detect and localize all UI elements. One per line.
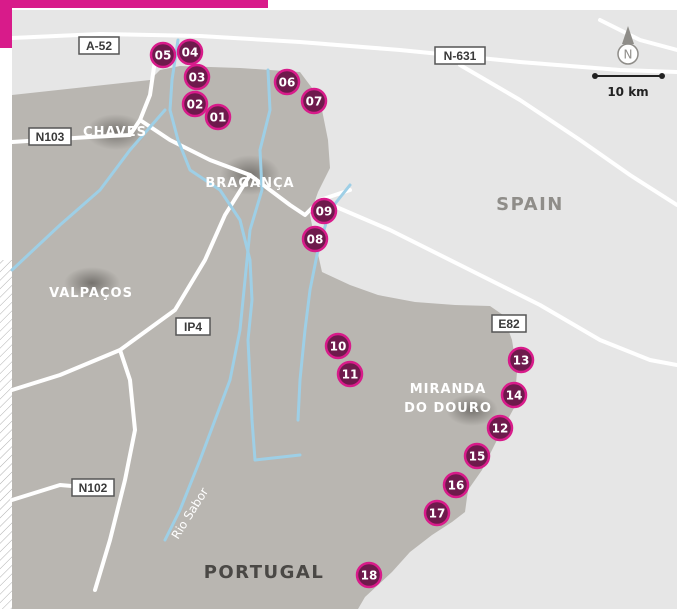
- site-marker-label: 14: [506, 389, 523, 403]
- site-marker-circle[interactable]: [183, 63, 211, 91]
- site-marker-08[interactable]: 08: [301, 225, 329, 253]
- site-marker-label: 05: [155, 49, 172, 63]
- site-marker-circle[interactable]: [204, 103, 232, 131]
- svg-text:IP4: IP4: [184, 320, 202, 334]
- town-label-chaves: CHAVES: [83, 125, 147, 140]
- site-marker-circle[interactable]: [507, 346, 535, 374]
- svg-text:10 km: 10 km: [607, 85, 648, 99]
- site-marker-circle[interactable]: [176, 38, 204, 66]
- scale-bar: 10 km: [592, 73, 665, 99]
- hatched-border: [0, 260, 12, 609]
- site-marker-15[interactable]: 15: [463, 442, 491, 470]
- site-marker-label: 04: [182, 46, 199, 60]
- site-marker-02[interactable]: 02: [181, 90, 209, 118]
- valpacos-shade: [64, 267, 120, 299]
- accent-bar: [0, 0, 268, 8]
- country-label-spain: SPAIN: [496, 194, 564, 215]
- svg-text:N: N: [624, 48, 633, 62]
- svg-text:A-52: A-52: [86, 39, 112, 53]
- road-label-n102: N102: [71, 478, 115, 497]
- site-marker-11[interactable]: 11: [336, 360, 364, 388]
- road-label-e82: E82: [491, 314, 527, 333]
- compass-icon: N: [617, 26, 639, 65]
- site-marker-circle[interactable]: [486, 414, 514, 442]
- chaves-shade: [86, 114, 146, 150]
- country-label-portugal: PORTUGAL: [204, 562, 325, 583]
- town-label-valpacos: VALPAÇOS: [49, 286, 133, 301]
- site-marker-label: 09: [316, 205, 333, 219]
- site-marker-circle[interactable]: [442, 471, 470, 499]
- site-marker-07[interactable]: 07: [300, 87, 328, 115]
- town-label-braganca: BRAGANÇA: [205, 176, 294, 191]
- miranda-shade: [446, 394, 498, 426]
- site-marker-label: 06: [279, 76, 296, 90]
- site-marker-17[interactable]: 17: [423, 499, 451, 527]
- site-marker-label: 12: [492, 422, 509, 436]
- site-marker-09[interactable]: 09: [310, 197, 338, 225]
- site-marker-12[interactable]: 12: [486, 414, 514, 442]
- town-label-miranda-2: DO DOURO: [404, 401, 492, 416]
- town-label-miranda-1: MIRANDA: [410, 382, 487, 397]
- site-marker-label: 03: [189, 71, 206, 85]
- site-marker-circle[interactable]: [301, 225, 329, 253]
- portugal-land: [12, 66, 517, 609]
- site-marker-10[interactable]: 10: [324, 332, 352, 360]
- site-marker-label: 16: [448, 479, 465, 493]
- site-marker-circle[interactable]: [423, 499, 451, 527]
- site-marker-04[interactable]: 04: [176, 38, 204, 66]
- site-marker-label: 01: [210, 111, 227, 125]
- site-marker-13[interactable]: 13: [507, 346, 535, 374]
- site-marker-label: 07: [306, 95, 323, 109]
- road-label-n631: N-631: [434, 46, 486, 65]
- road-label-n103: N103: [28, 127, 72, 146]
- site-marker-circle[interactable]: [181, 90, 209, 118]
- site-marker-06[interactable]: 06: [273, 68, 301, 96]
- site-marker-circle[interactable]: [463, 442, 491, 470]
- site-marker-03[interactable]: 03: [183, 63, 211, 91]
- site-marker-circle[interactable]: [300, 87, 328, 115]
- site-marker-circle[interactable]: [149, 41, 177, 69]
- site-marker-18[interactable]: 18: [355, 561, 383, 589]
- site-marker-16[interactable]: 16: [442, 471, 470, 499]
- site-marker-label: 13: [513, 354, 530, 368]
- site-marker-label: 11: [342, 368, 359, 382]
- site-marker-label: 17: [429, 507, 446, 521]
- svg-text:N-631: N-631: [444, 49, 477, 63]
- site-marker-label: 02: [187, 98, 204, 112]
- site-marker-label: 18: [361, 569, 378, 583]
- road-label-ip4: IP4: [175, 317, 211, 336]
- site-marker-label: 15: [469, 450, 486, 464]
- svg-text:N102: N102: [79, 481, 108, 495]
- site-marker-14[interactable]: 14: [500, 381, 528, 409]
- site-marker-circle[interactable]: [273, 68, 301, 96]
- site-marker-circle[interactable]: [336, 360, 364, 388]
- site-marker-label: 10: [330, 340, 347, 354]
- site-marker-05[interactable]: 05: [149, 41, 177, 69]
- site-marker-circle[interactable]: [500, 381, 528, 409]
- svg-text:E82: E82: [498, 317, 520, 331]
- site-marker-circle[interactable]: [324, 332, 352, 360]
- accent-bar-side: [0, 0, 12, 48]
- site-marker-circle[interactable]: [310, 197, 338, 225]
- road-label-a52: A-52: [78, 36, 120, 55]
- svg-text:N103: N103: [36, 130, 65, 144]
- site-marker-label: 08: [307, 233, 324, 247]
- site-marker-circle[interactable]: [355, 561, 383, 589]
- site-marker-01[interactable]: 01: [204, 103, 232, 131]
